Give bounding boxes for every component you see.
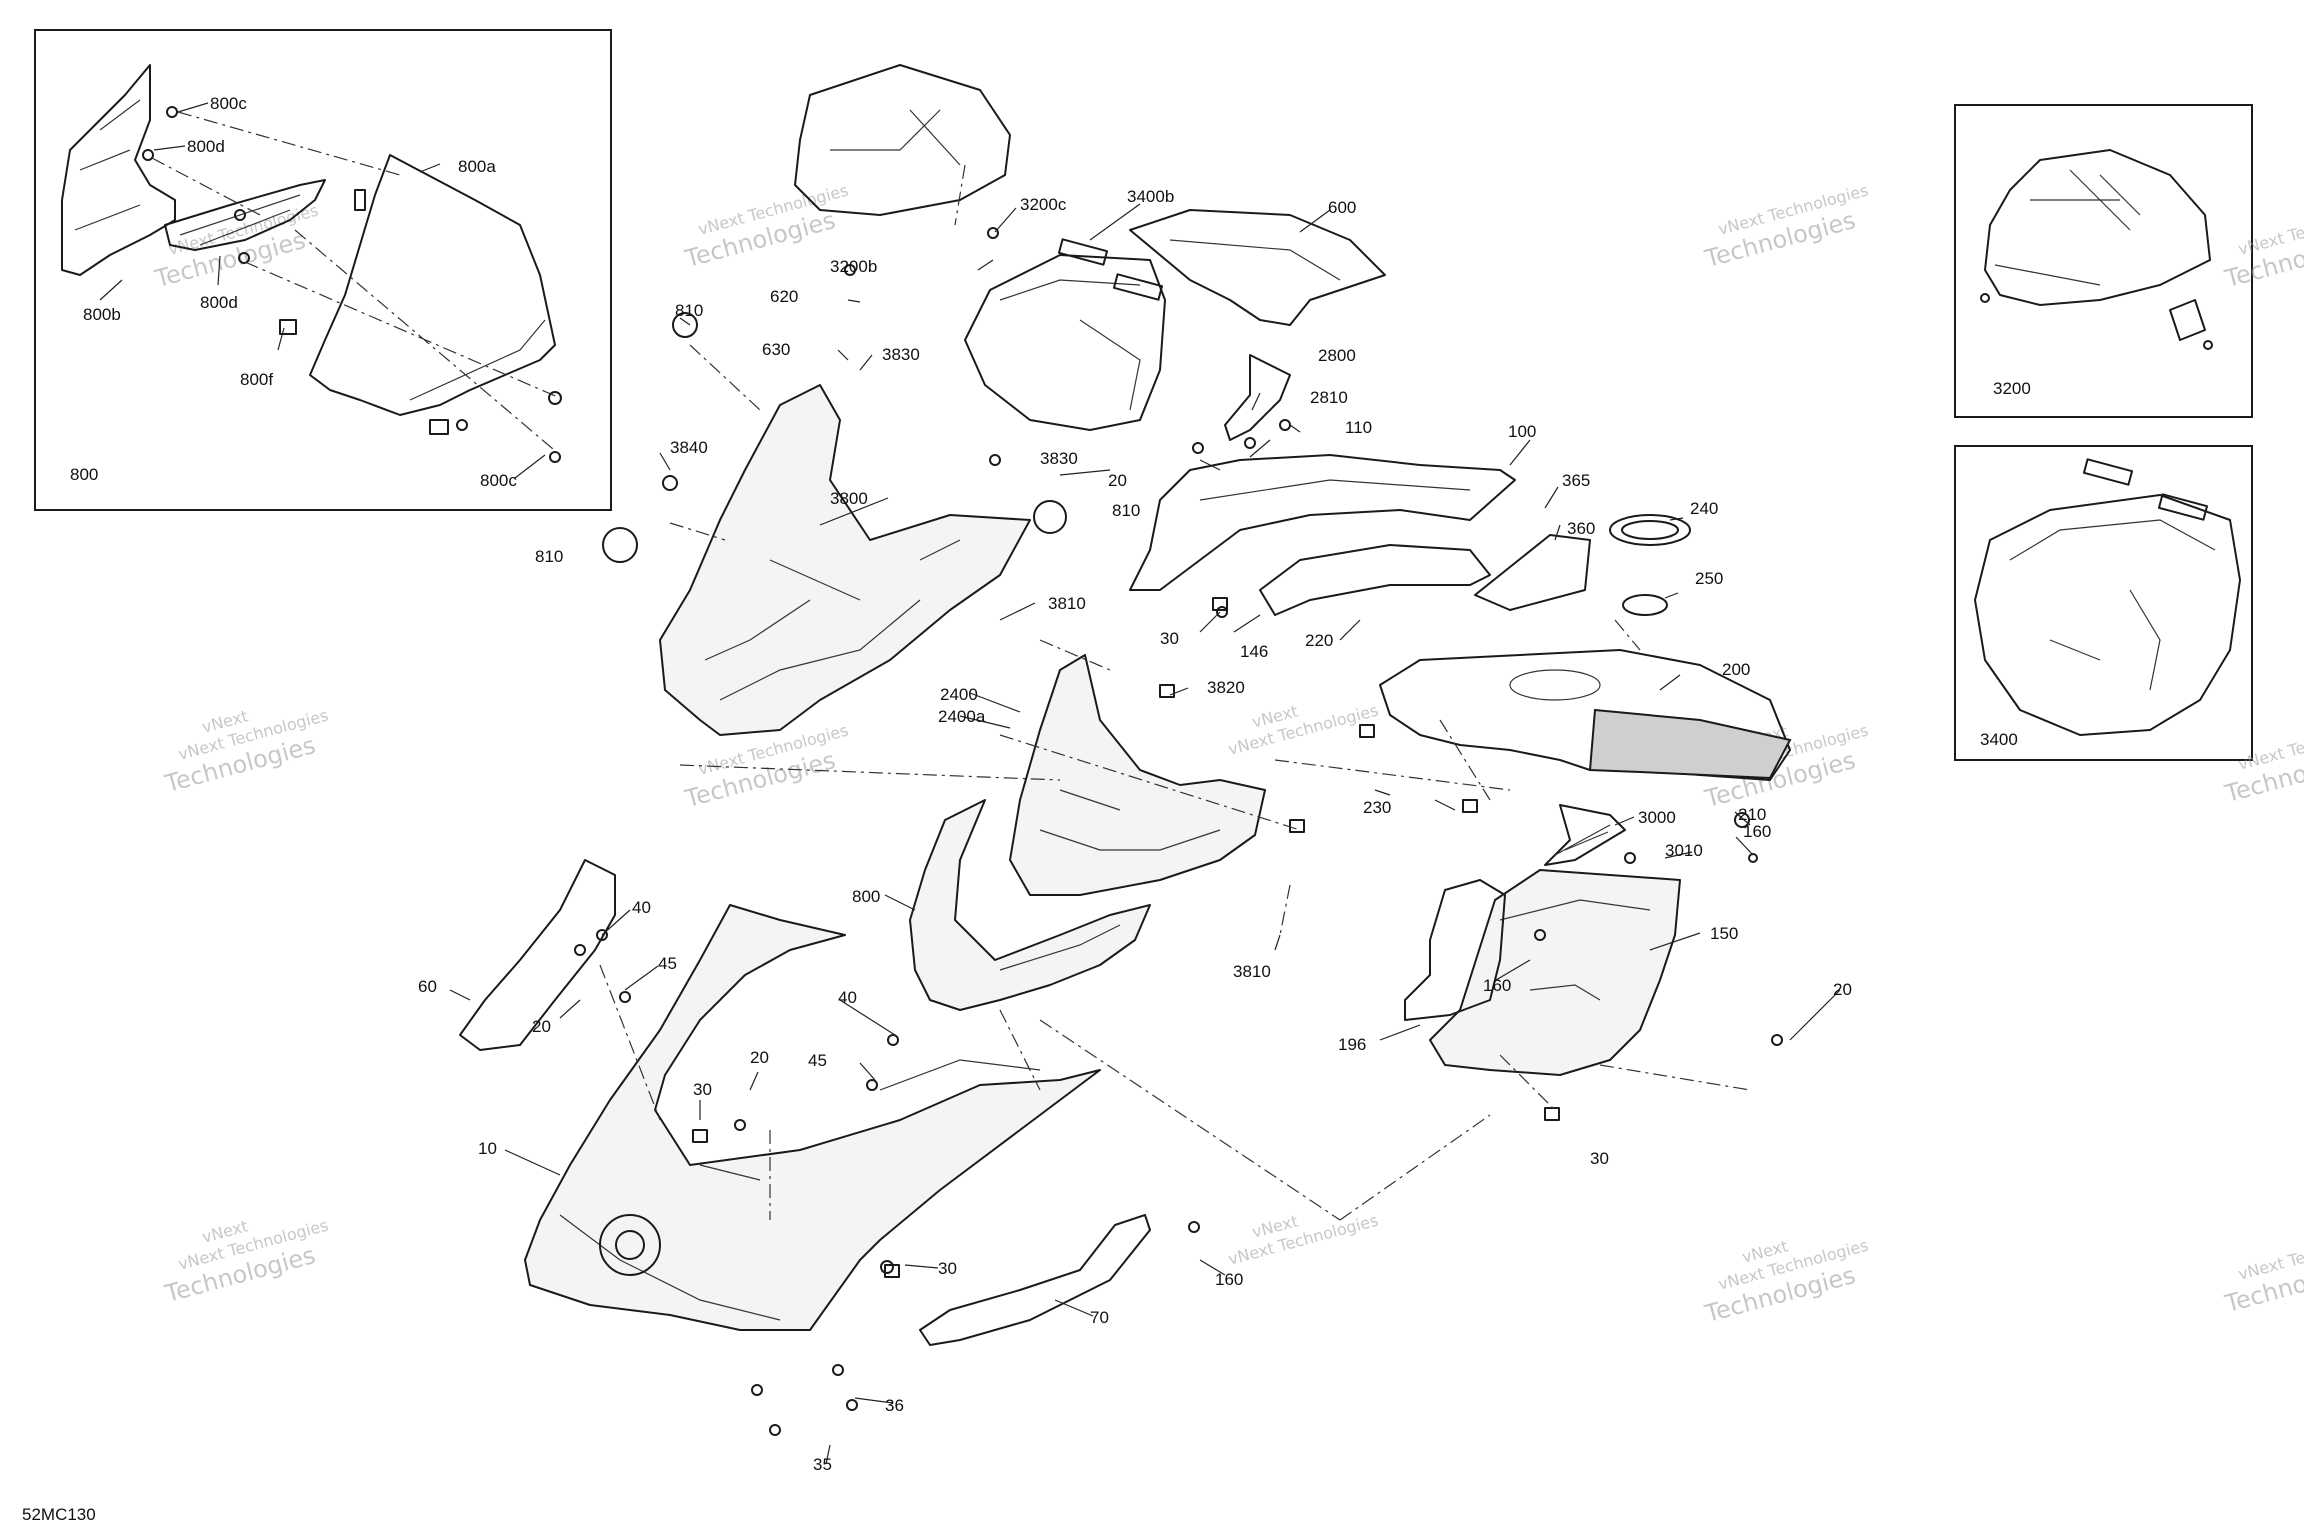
callout-35: 35 <box>813 1455 832 1474</box>
callout-800a: 800a <box>458 157 496 176</box>
callout-800b: 800b <box>83 305 121 324</box>
inset-frame-left <box>34 29 612 511</box>
callout-3400b: 3400b <box>1127 187 1174 206</box>
callout-146: 146 <box>1240 642 1268 661</box>
callout-20-a: 20 <box>1108 471 1127 490</box>
inset-right-bottom-parts <box>1974 458 2241 736</box>
callout-800c-a: 800c <box>210 94 247 113</box>
callout-620: 620 <box>770 287 798 306</box>
callout-30-c: 30 <box>938 1259 957 1278</box>
inset-label-3400: 3400 <box>1980 730 2018 749</box>
inset-frame-right-bottom <box>1954 445 2253 761</box>
callout-3010: 3010 <box>1665 841 1703 860</box>
callout-160-c: 160 <box>1215 1270 1243 1289</box>
inset-right-top-parts <box>1980 149 2213 350</box>
inset-label-3200: 3200 <box>1993 379 2031 398</box>
callout-196: 196 <box>1338 1035 1366 1054</box>
callout-810-c: 810 <box>535 547 563 566</box>
callout-160-a: 160 <box>1743 822 1771 841</box>
callout-630: 630 <box>762 340 790 359</box>
callout-2810: 2810 <box>1310 388 1348 407</box>
callout-30-a: 30 <box>1160 629 1179 648</box>
callout-3840: 3840 <box>670 438 708 457</box>
callout-220: 220 <box>1305 631 1333 650</box>
callout-810-a: 810 <box>675 301 703 320</box>
callout-110: 110 <box>1345 418 1372 437</box>
callout-40-b: 40 <box>838 988 857 1007</box>
callout-20-d: 20 <box>750 1048 769 1067</box>
callout-40-a: 40 <box>632 898 651 917</box>
callout-36: 36 <box>885 1396 904 1415</box>
callout-3830-b: 3830 <box>1040 449 1078 468</box>
callout-45-a: 45 <box>658 954 677 973</box>
callout-3000: 3000 <box>1638 808 1676 827</box>
callout-3810-b: 3810 <box>1233 962 1271 981</box>
inset-label-800: 800 <box>70 465 98 484</box>
callout-800c-b: 800c <box>480 471 517 490</box>
callout-labels: 800c 800d 800a 800b 800d 800f 800c 800 3… <box>70 94 2031 1474</box>
callout-600: 600 <box>1328 198 1356 217</box>
callout-60: 60 <box>418 977 437 996</box>
callout-3200b: 3200b <box>830 257 877 276</box>
callout-800d-b: 800d <box>200 293 238 312</box>
callout-3830-a: 3830 <box>882 345 920 364</box>
callout-45-b: 45 <box>808 1051 827 1070</box>
callout-20-b: 20 <box>1833 980 1852 999</box>
callout-810-b: 810 <box>1112 501 1140 520</box>
callout-2800: 2800 <box>1318 346 1356 365</box>
inset-frame-right-top <box>1954 104 2253 418</box>
callout-3810-a: 3810 <box>1048 594 1086 613</box>
callout-160-b: 160 <box>1483 976 1511 995</box>
callout-20-c: 20 <box>532 1017 551 1036</box>
callout-365: 365 <box>1562 471 1590 490</box>
svg-text:vNext Technologies: vNext Technologies <box>1226 1210 1380 1268</box>
callout-3820: 3820 <box>1207 678 1245 697</box>
callout-30-b: 30 <box>693 1080 712 1099</box>
watermarks: vNext Technologies Technologies vNext Te… <box>151 180 2304 1328</box>
callout-230: 230 <box>1363 798 1391 817</box>
leader-lines <box>99 102 1841 1465</box>
callout-200: 200 <box>1722 660 1750 679</box>
callout-800-main: 800 <box>852 887 880 906</box>
callout-360: 360 <box>1567 519 1595 538</box>
svg-text:vNext Technologies: vNext Technologies <box>1226 700 1380 758</box>
callout-800d-a: 800d <box>187 137 225 156</box>
callout-10: 10 <box>478 1139 497 1158</box>
callout-150: 150 <box>1710 924 1738 943</box>
callout-100: 100 <box>1508 422 1536 441</box>
callout-70: 70 <box>1090 1308 1109 1327</box>
diagram-code: 52MC130 <box>22 1505 96 1524</box>
inset-left-parts <box>61 64 562 463</box>
callout-800f: 800f <box>240 370 273 389</box>
callout-3800: 3800 <box>830 489 868 508</box>
callout-240: 240 <box>1690 499 1718 518</box>
callout-30-d: 30 <box>1590 1149 1609 1168</box>
callout-2400a: 2400a <box>938 707 986 726</box>
main-parts <box>459 64 1792 1436</box>
callout-2400: 2400 <box>940 685 978 704</box>
callout-250: 250 <box>1695 569 1723 588</box>
callout-210: 210 <box>1738 805 1766 824</box>
callout-3200c: 3200c <box>1020 195 1067 214</box>
